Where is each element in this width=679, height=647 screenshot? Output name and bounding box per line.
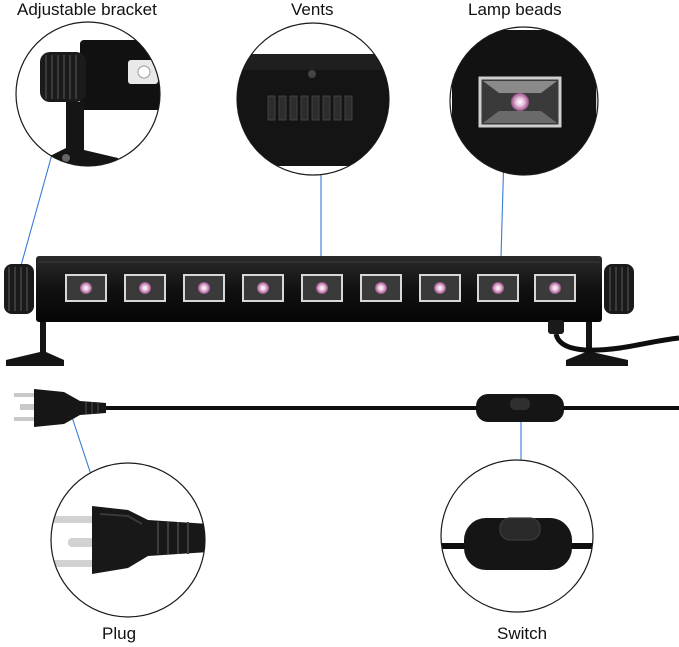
plug <box>14 389 106 427</box>
power-cord <box>14 389 679 427</box>
vents-closeup <box>237 23 389 175</box>
uv-light-bar <box>4 256 679 366</box>
bead-7 <box>419 274 461 302</box>
cable-gland <box>548 320 564 334</box>
callout-lines <box>16 117 522 529</box>
bracket-closeup <box>16 22 160 166</box>
bead-2 <box>124 274 166 302</box>
bead-4 <box>242 274 284 302</box>
bead-9 <box>534 274 576 302</box>
label-plug: Plug <box>102 624 137 643</box>
left-bracket <box>6 300 64 366</box>
inline-switch <box>476 394 564 422</box>
bracket-foot <box>50 102 118 166</box>
bead-5 <box>301 274 343 302</box>
vent-slots <box>267 95 353 121</box>
label-lamp-beads: Lamp beads <box>468 0 562 19</box>
lamp-bead <box>511 93 529 111</box>
label-vents: Vents <box>291 0 334 19</box>
bead-6 <box>360 274 402 302</box>
power-cord-tail <box>553 333 679 353</box>
lamp-beads-closeup <box>450 27 598 175</box>
left-knob <box>4 264 34 314</box>
bead-1 <box>65 274 107 302</box>
right-knob <box>604 264 634 314</box>
plug-closeup <box>51 463 205 617</box>
bead-row <box>65 274 576 302</box>
bead-3 <box>183 274 225 302</box>
label-adjustable-bracket: Adjustable bracket <box>17 0 157 19</box>
label-switch: Switch <box>497 624 548 643</box>
switch-closeup <box>441 460 593 612</box>
right-bracket <box>566 300 628 366</box>
callout-line-bracket <box>16 139 57 281</box>
bead-8 <box>477 274 519 302</box>
